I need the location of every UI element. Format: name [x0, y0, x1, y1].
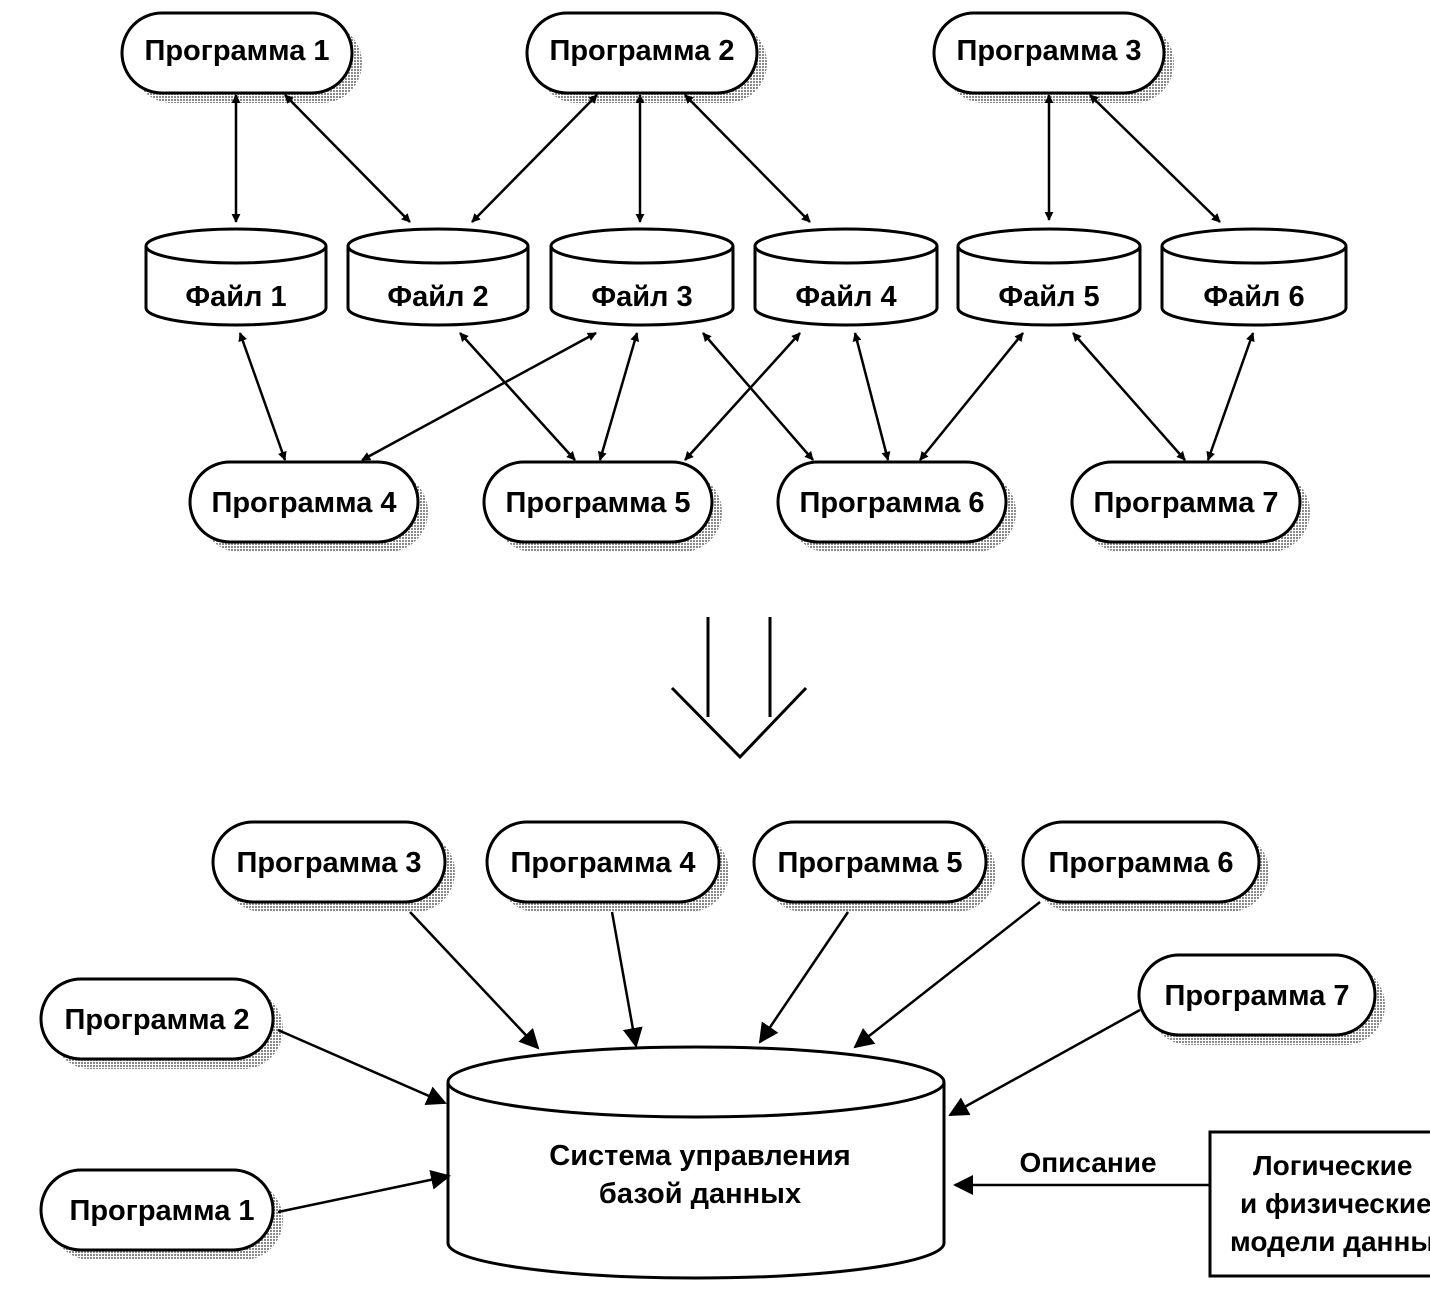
arrow-p2-f2	[471, 94, 598, 223]
program-label: Программа 4	[510, 847, 695, 879]
program-node-bottom-3: Программа 3	[211, 820, 455, 912]
file-label: Файл 2	[387, 281, 488, 313]
program-node-bottom-4: Программа 4	[485, 820, 729, 912]
arrow-b6-dbms	[853, 901, 1041, 1049]
program-node-top-7: Программа 7	[1070, 460, 1310, 552]
arrow-p2-f4	[684, 94, 811, 223]
program-label: Программа 6	[799, 487, 984, 519]
arrow-f1-p4	[238, 332, 287, 461]
arrow-b7-dbms	[948, 1008, 1141, 1117]
description-label: Описание	[1019, 1147, 1156, 1178]
program-node-bottom-1: Программа 1	[39, 1168, 283, 1260]
program-label: Программа 7	[1093, 487, 1278, 519]
top-connectors	[231, 94, 1255, 462]
arrow-f5-p7	[1072, 332, 1186, 461]
transition-arrow-icon	[670, 617, 808, 760]
file-label: Файл 5	[998, 281, 1099, 313]
arrow-b4-dbms	[610, 911, 643, 1048]
program-label: Программа 3	[236, 847, 421, 879]
file-cylinder-2: Файл 2	[346, 227, 530, 327]
program-label: Программа 4	[211, 487, 396, 519]
program-node-top-4: Программа 4	[188, 460, 428, 552]
program-label: Программа 5	[777, 847, 962, 879]
file-cylinder-1: Файл 1	[144, 227, 328, 327]
arrow-b1-dbms	[277, 1169, 451, 1214]
file-cylinder-5: Файл 5	[956, 227, 1142, 327]
models-label-line2: и физические	[1240, 1188, 1430, 1219]
program-node-bottom-7: Программа 7	[1137, 953, 1385, 1045]
arrow-f2-p5	[459, 332, 576, 461]
arrow-f3-p6	[702, 332, 814, 461]
arrow-f5-p6	[919, 332, 1024, 461]
file-cylinder-6: Файл 6	[1160, 227, 1348, 327]
program-node-bottom-2: Программа 2	[39, 977, 283, 1069]
program-node-top-3: Программа 3	[932, 11, 1174, 103]
program-node-bottom-6: Программа 6	[1021, 820, 1269, 912]
arrow-b2-dbms	[277, 1028, 447, 1105]
arrow-f6-p7	[1206, 332, 1255, 461]
data-models-box: Логические и физические модели данных	[1208, 1130, 1430, 1278]
arrow-f4-p5	[684, 332, 801, 461]
program-label: Программа 5	[505, 487, 690, 519]
arrow-b3-dbms	[409, 911, 540, 1050]
models-label-line3: модели данных	[1230, 1226, 1430, 1257]
program-node-top-6: Программа 6	[776, 460, 1016, 552]
file-cylinder-4: Файл 4	[753, 227, 939, 327]
program-label: Программа 1	[144, 35, 329, 67]
program-node-top-5: Программа 5	[482, 460, 722, 552]
program-label: Программа 2	[64, 1004, 249, 1036]
arrow-p1-f2	[284, 94, 411, 223]
program-node-top-1: Программа 1	[120, 11, 362, 103]
program-node-top-2: Программа 2	[525, 11, 767, 103]
program-label: Программа 6	[1048, 847, 1233, 879]
models-label-line1: Логические	[1253, 1150, 1412, 1181]
file-label: Файл 4	[795, 281, 896, 313]
program-node-bottom-5: Программа 5	[752, 820, 996, 912]
file-cylinder-3: Файл 3	[549, 227, 735, 327]
dbms-label-line1: Система управления	[549, 1140, 850, 1172]
program-label: Программа 2	[549, 35, 734, 67]
arrow-b5-dbms	[758, 911, 850, 1044]
file-label: Файл 3	[591, 281, 692, 313]
program-label: Программа 7	[1164, 980, 1349, 1012]
program-label: Программа 1	[69, 1195, 254, 1227]
dbms-label-line2: базой данных	[599, 1178, 801, 1210]
arrow-f4-p6	[852, 332, 891, 461]
file-label: Файл 1	[185, 281, 286, 313]
dbms-cylinder: Система управления базой данных	[446, 1045, 946, 1280]
program-label: Программа 3	[956, 35, 1141, 67]
arrow-p3-f6	[1089, 94, 1221, 223]
file-label: Файл 6	[1203, 281, 1304, 313]
arrow-f3-p4	[361, 331, 597, 462]
arrow-f3-p5	[597, 332, 640, 461]
bottom-connectors	[277, 901, 1210, 1214]
